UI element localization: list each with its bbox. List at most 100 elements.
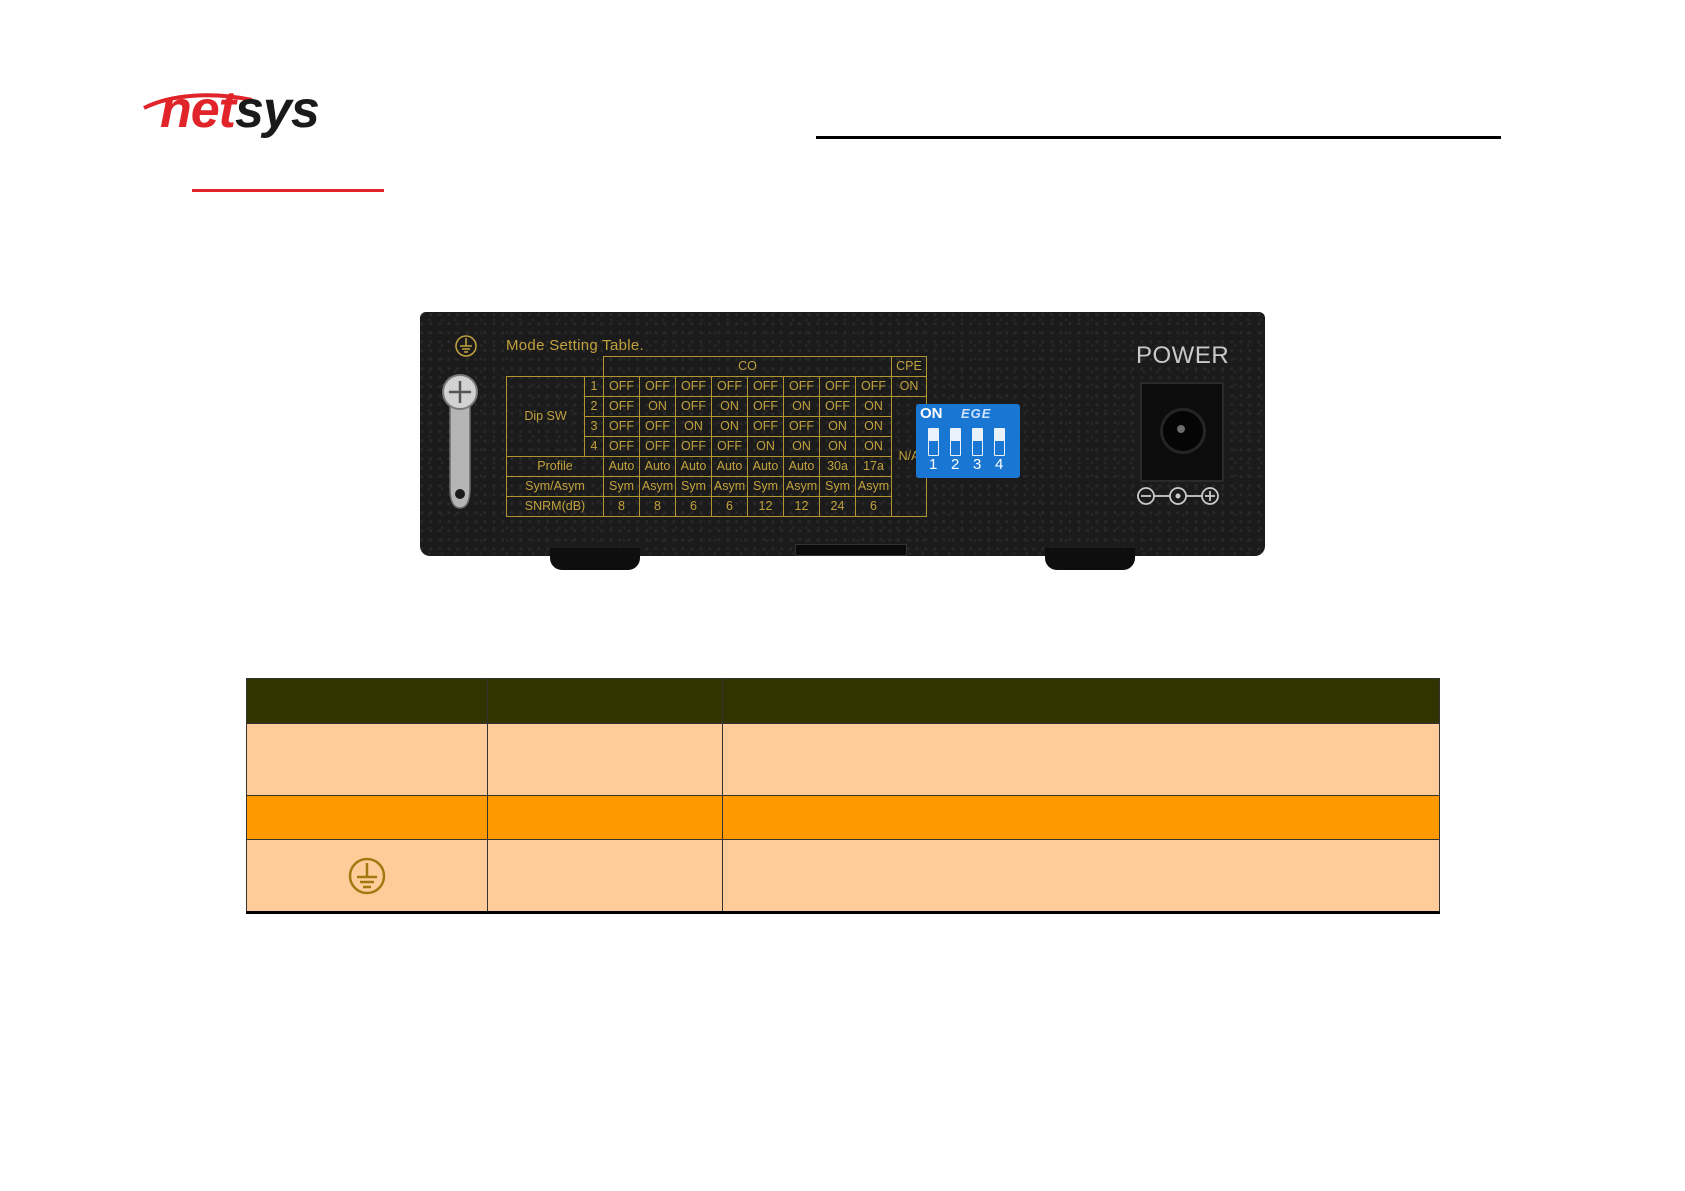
dip-number: 3	[973, 456, 982, 473]
mode-cell: ON	[819, 436, 856, 457]
power-jack-pin	[1177, 425, 1185, 433]
ground-icon	[348, 857, 386, 894]
sym-cell: Sym	[675, 476, 712, 497]
dip-toggle-2[interactable]	[950, 428, 961, 456]
profile-cell: Auto	[675, 456, 712, 477]
mode-cell: OFF	[855, 376, 892, 397]
sym-cell: Sym	[819, 476, 856, 497]
mode-cell: OFF	[711, 376, 748, 397]
dip-number: 4	[995, 456, 1004, 473]
logo-text: netsys	[160, 80, 320, 140]
mode-cell: OFF	[639, 436, 676, 457]
mode-table-corner	[506, 356, 604, 377]
section-rule	[192, 189, 384, 192]
mode-cell: ON	[639, 396, 676, 417]
profile-cell: Auto	[711, 456, 748, 477]
profile-cell: Auto	[603, 456, 640, 477]
cpe-cell: ON	[891, 376, 927, 397]
sym-cell: Asym	[855, 476, 892, 497]
table-cell	[722, 723, 1440, 796]
table-header-cell	[722, 678, 1440, 724]
mode-setting-title: Mode Setting Table.	[506, 337, 645, 354]
mode-cell: OFF	[819, 396, 856, 417]
switch-number: 2	[584, 396, 604, 417]
snrm-cell: 6	[711, 496, 748, 517]
switch-number: 1	[584, 376, 604, 397]
table-cell	[246, 795, 488, 840]
mode-cell: ON	[747, 436, 784, 457]
port-description-table	[246, 678, 1440, 914]
table-cell	[487, 723, 723, 796]
snrm-cell: 24	[819, 496, 856, 517]
snrm-cell: 8	[603, 496, 640, 517]
table-cell	[722, 795, 1440, 840]
dip-brand-label: EGE	[961, 406, 992, 421]
dip-number: 2	[951, 456, 960, 473]
mode-cell: OFF	[675, 436, 712, 457]
mode-cell: ON	[783, 396, 820, 417]
netsys-logo: netsys	[142, 80, 332, 140]
sym-cell: Asym	[783, 476, 820, 497]
mode-cell: OFF	[639, 376, 676, 397]
mode-cell: ON	[675, 416, 712, 437]
device-slot	[795, 544, 907, 556]
profile-cell: 30a	[819, 456, 856, 477]
device-foot-left	[550, 548, 640, 570]
snrm-cell: 12	[747, 496, 784, 517]
snrm-cell: 6	[675, 496, 712, 517]
sym-cell: Asym	[639, 476, 676, 497]
mode-cell: OFF	[675, 396, 712, 417]
cpe-group-header: CPE	[891, 356, 927, 377]
mode-cell: OFF	[603, 436, 640, 457]
sym-cell: Sym	[603, 476, 640, 497]
switch-number: 4	[584, 436, 604, 457]
table-cell	[246, 723, 488, 796]
mode-setting-table: CO CPE Dip SW 1 OFF OFF OFF OFF OFF OFF …	[506, 356, 927, 517]
mode-cell: ON	[819, 416, 856, 437]
dip-sw-label: Dip SW	[506, 376, 585, 457]
table-cell	[722, 839, 1440, 914]
table-row	[246, 795, 1440, 840]
dip-toggle-3[interactable]	[972, 428, 983, 456]
logo-text-net: net	[160, 81, 236, 139]
profile-cell: Auto	[783, 456, 820, 477]
mode-cell: OFF	[711, 436, 748, 457]
table-row	[246, 723, 1440, 796]
header-rule	[816, 136, 1501, 139]
sym-cell: Sym	[747, 476, 784, 497]
dip-number: 1	[929, 456, 938, 473]
mode-cell: OFF	[819, 376, 856, 397]
profile-cell: 17a	[855, 456, 892, 477]
mode-cell: OFF	[603, 396, 640, 417]
table-row	[246, 839, 1440, 914]
mode-cell: ON	[783, 436, 820, 457]
mode-cell: ON	[711, 416, 748, 437]
profile-cell: Auto	[639, 456, 676, 477]
device-foot-right	[1045, 548, 1135, 570]
mode-cell: OFF	[747, 416, 784, 437]
table-header-cell	[487, 678, 723, 724]
logo-swoosh-icon	[143, 93, 253, 110]
table-cell	[246, 839, 488, 914]
ground-screw-icon	[442, 374, 478, 509]
snrm-label: SNRM(dB)	[506, 496, 604, 517]
mode-cell: OFF	[747, 396, 784, 417]
dip-toggle-4[interactable]	[994, 428, 1005, 456]
table-header-row	[246, 678, 1440, 724]
mode-cell: ON	[855, 416, 892, 437]
table-cell	[487, 795, 723, 840]
table-cell	[487, 839, 723, 914]
dip-toggle-1[interactable]	[928, 428, 939, 456]
dip-switch[interactable]: ON EGE 1 2 3 4	[916, 404, 1020, 478]
mode-cell: OFF	[603, 376, 640, 397]
sym-cell: Asym	[711, 476, 748, 497]
snrm-cell: 12	[783, 496, 820, 517]
mode-cell: OFF	[747, 376, 784, 397]
polarity-icon	[1137, 487, 1219, 505]
dip-on-label: ON	[920, 405, 943, 422]
power-jack[interactable]	[1140, 382, 1224, 482]
profile-cell: Auto	[747, 456, 784, 477]
snrm-cell: 8	[639, 496, 676, 517]
profile-label: Profile	[506, 456, 604, 477]
ground-icon	[455, 335, 477, 357]
